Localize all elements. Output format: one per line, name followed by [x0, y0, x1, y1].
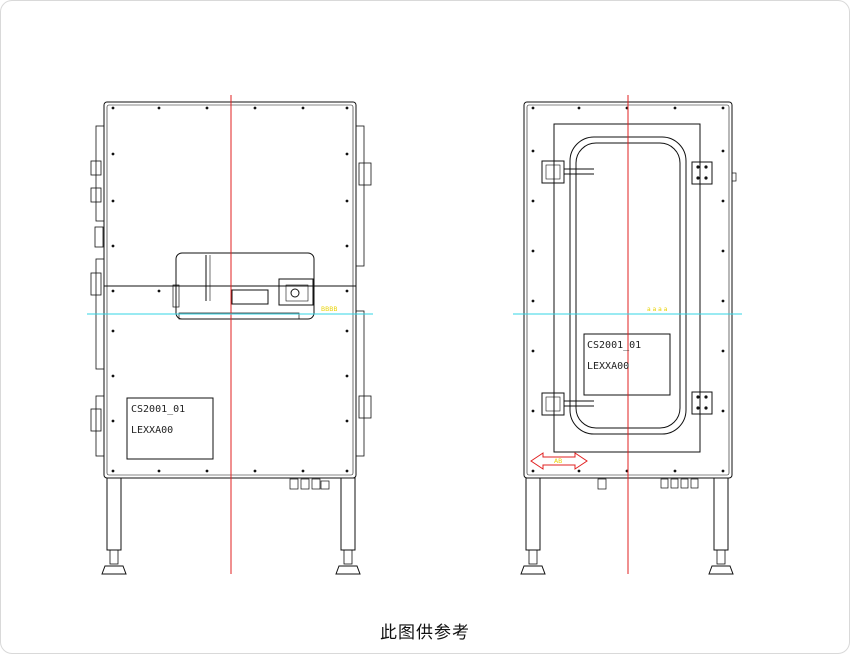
front-left-latch: [94, 226, 104, 248]
front-leg-left: [106, 477, 122, 551]
front-plate-line1: CS2001_01: [131, 404, 185, 415]
side-latch-bot: [691, 391, 713, 415]
front-foot-right: [335, 565, 361, 575]
side-bottom-fitting-1: [597, 478, 607, 490]
side-hinge-bot-inner: [545, 396, 561, 412]
front-foot-stem-right: [343, 549, 353, 565]
side-foot-stem-left: [528, 549, 538, 565]
reference-caption: 此图供参考: [380, 623, 470, 643]
side-nameplate: [583, 333, 671, 396]
front-right-hinge-1: [358, 162, 372, 186]
side-bottom-fitting-2: [660, 478, 669, 489]
front-window-knob: [290, 288, 300, 298]
front-right-strip-bot: [355, 310, 365, 457]
side-door-panel: [553, 123, 701, 453]
front-cabinet-body: [103, 101, 357, 479]
front-bottom-fitting-3: [311, 478, 321, 490]
front-window-lower-rail: [178, 312, 300, 320]
front-left-hinge-2: [90, 187, 102, 203]
side-latch-top: [691, 161, 713, 185]
side-hinge-top-inner: [545, 164, 561, 180]
front-window-bracket: [278, 278, 314, 306]
side-bottom-fitting-4: [680, 478, 689, 489]
front-left-strip-top: [95, 125, 105, 222]
front-bottom-fitting-2: [300, 478, 310, 490]
front-cabinet-inner: [106, 104, 354, 476]
side-foot-left: [520, 565, 546, 575]
front-level-annotation: BBBB: [321, 306, 337, 313]
side-leg-right: [713, 477, 729, 551]
front-bottom-fitting-4: [320, 480, 330, 490]
front-foot-stem-left: [109, 549, 119, 565]
front-left-hinge-4: [90, 408, 102, 432]
front-left-hinge-1: [90, 160, 102, 176]
front-window-handle: [231, 289, 269, 305]
side-plate-line1: CS2001_01: [587, 340, 641, 351]
front-right-strip-top: [355, 125, 365, 267]
front-window-left-clip: [172, 284, 180, 308]
side-leg-left: [525, 477, 541, 551]
side-foot-right: [708, 565, 734, 575]
front-screw-dots: [111, 106, 349, 473]
side-level-annotation: a a a a: [647, 306, 668, 313]
front-leg-right: [340, 477, 356, 551]
front-bottom-fitting-1: [289, 478, 299, 490]
side-direction-arrow: [530, 452, 588, 470]
front-window-bracket-inner: [285, 284, 309, 302]
side-arrow-label: AB: [554, 458, 562, 465]
front-foot-left: [101, 565, 127, 575]
front-left-hinge-3: [90, 272, 102, 296]
side-edge-nub: [731, 172, 737, 182]
side-foot-stem-right: [716, 549, 726, 565]
side-bottom-fitting-5: [690, 478, 699, 489]
side-hinge-bot: [541, 392, 565, 416]
front-right-hinge-2: [358, 395, 372, 419]
front-left-strip-bot: [95, 395, 105, 457]
front-nameplate: [126, 397, 214, 460]
front-plate-line2: LEXXA00: [131, 425, 173, 436]
side-hinge-top: [541, 160, 565, 184]
side-bottom-fitting-3: [670, 478, 679, 489]
side-plate-line2: LEXXA00: [587, 361, 629, 372]
